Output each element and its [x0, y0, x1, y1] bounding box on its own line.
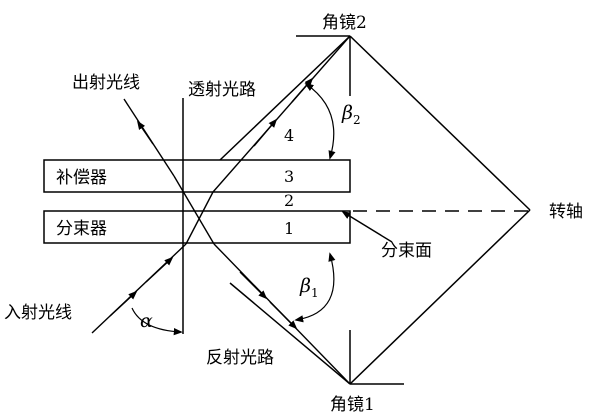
transmit-path-label: 透射光路: [188, 80, 256, 100]
beta-1-label: β1: [299, 275, 319, 300]
beamsplitter-label: 分束器: [56, 219, 107, 239]
reflect-path-label: 反射光路: [206, 348, 274, 368]
incident-ray-arrow-1: [109, 290, 138, 317]
reflected-ray-arrow-1: [239, 271, 268, 300]
transmitted-ray-arrow-1: [253, 118, 278, 147]
mirror-1-left-edge: [229, 282, 351, 385]
alpha-arc: [131, 307, 183, 336]
beta-2-label: β2: [341, 102, 361, 127]
beta-2-arc: [304, 82, 336, 160]
internal-ray-b: [173, 175, 215, 245]
alpha-label: α: [140, 310, 153, 332]
region-3-number: 3: [284, 167, 294, 186]
beta-1-subscript: 1: [311, 286, 319, 300]
output-ray-label: 出射光线: [72, 73, 140, 93]
split-surface-label: 分束面: [381, 241, 432, 261]
rotation-axis-label: 转轴: [549, 202, 583, 222]
region-2-number: 2: [284, 191, 294, 210]
mirror-2-left-edge: [219, 35, 351, 161]
incident-ray: [91, 243, 187, 334]
compensator-label: 补偿器: [56, 168, 107, 188]
mirror-1-label: 角镜1: [330, 395, 375, 415]
beta-1-symbol: β: [299, 275, 311, 297]
beta-2-subscript: 2: [353, 113, 361, 127]
split-surface-pointer: [341, 211, 393, 243]
compensator-plate: [43, 159, 351, 193]
mirror-1-right-edge: [349, 209, 531, 385]
beta-1-arc: [294, 252, 336, 323]
input-ray-label: 入射光线: [4, 303, 72, 323]
beta-2-symbol: β: [341, 102, 353, 124]
region-4-number: 4: [284, 126, 294, 145]
incident-ray-arrow-2: [145, 256, 174, 283]
output-ray-arrow: [136, 120, 154, 145]
reflected-ray-arrow-2: [269, 301, 298, 330]
transmitted-ray-arrow-2: [291, 77, 314, 103]
transmitted-ray: [212, 35, 351, 193]
mirror-2-label: 角镜2: [322, 13, 367, 33]
mirror-2-right-edge: [349, 35, 531, 211]
region-1-number: 1: [284, 219, 294, 238]
